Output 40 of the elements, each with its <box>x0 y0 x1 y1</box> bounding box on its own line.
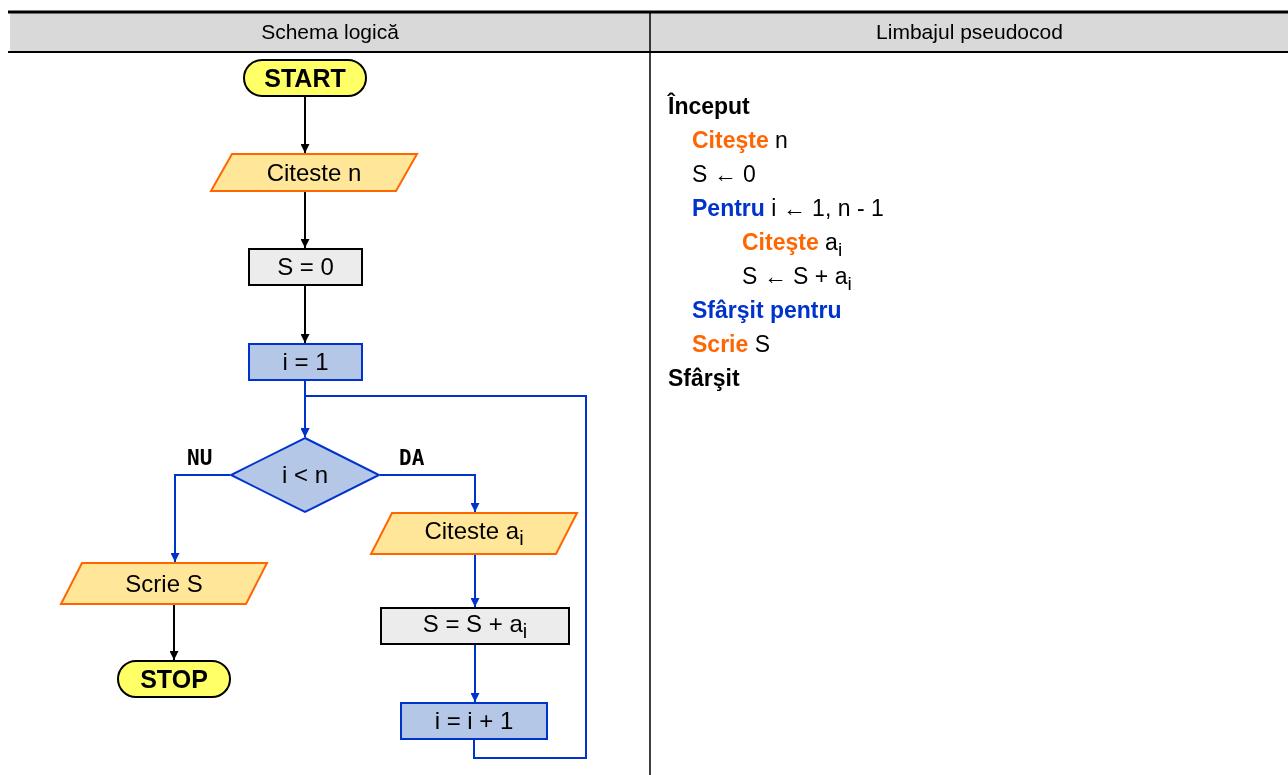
terminal-pill <box>117 660 231 698</box>
arrow <box>169 604 179 661</box>
input-output-parallelogram <box>60 562 268 605</box>
column-header: Schema logică <box>261 20 399 43</box>
pseudocode-line: Început <box>668 92 750 120</box>
pseudocode-line: Sfârşit <box>668 364 740 392</box>
node-label: Scrie S <box>125 569 203 598</box>
column-header: Limbajul pseudocod <box>876 20 1063 43</box>
decision-diamond <box>230 437 380 513</box>
node-label: START <box>264 63 346 93</box>
pseudocode-line: S ← 0 <box>692 160 756 188</box>
arrow <box>300 395 587 759</box>
process-box <box>248 343 363 381</box>
process-box <box>400 702 548 740</box>
pseudocode-line: Citeşte n <box>692 126 788 154</box>
pseudocode-line: Scrie S <box>692 330 770 358</box>
arrow <box>470 554 480 608</box>
process-box <box>380 607 570 645</box>
arrow <box>300 285 310 344</box>
node-label: Citeste n <box>266 158 362 187</box>
input-output-parallelogram <box>210 153 418 192</box>
arrow <box>300 96 310 154</box>
input-output-parallelogram <box>370 512 578 555</box>
pseudocode-line: Pentru i ← 1, n - 1 <box>692 194 884 222</box>
node-label: i = 1 <box>282 348 329 376</box>
arrow <box>300 191 310 249</box>
arrow <box>170 474 231 563</box>
pseudocode-line: Sfârşit pentru <box>692 296 842 324</box>
node-label: Citeste a$_{i}$ <box>424 517 524 550</box>
terminal-pill <box>243 59 367 97</box>
node-label: S = S + a$_{i}$ <box>422 609 528 643</box>
node-label: i = i + 1 <box>434 707 514 735</box>
pseudocode-line: Citeşte a$_{i}$ <box>742 228 843 262</box>
arrow <box>379 474 480 513</box>
arrow <box>470 644 480 703</box>
pseudocode-line: S ← S + a$_{i}$ <box>742 262 852 296</box>
process-box <box>248 248 363 286</box>
node-label: S = 0 <box>277 253 334 281</box>
node-label: i < n <box>282 461 328 489</box>
node-label: STOP <box>140 664 208 694</box>
